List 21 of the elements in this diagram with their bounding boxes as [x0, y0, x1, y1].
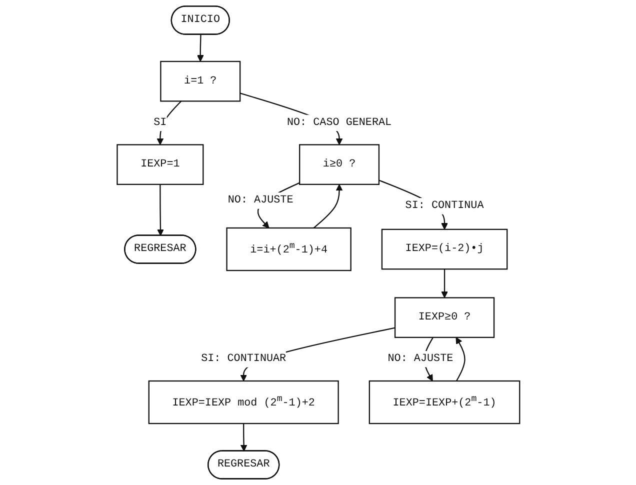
edge-label: NO: CASO GENERAL [286, 116, 392, 129]
node-box: IEXP≥0 ? [394, 297, 494, 338]
arrow [440, 269, 448, 298]
arrow [156, 184, 164, 236]
edge-label: NO: AJUSTE [227, 194, 293, 207]
node-box: i=1 ? [160, 60, 240, 102]
edge-label: NO: AJUSTE [387, 352, 453, 365]
arrow [196, 34, 204, 62]
arrow [240, 424, 247, 452]
node-box: i=i+(2$^{m}$-1)+4 [226, 227, 351, 272]
edge-label: SI [153, 116, 166, 129]
node-box: IEXP=IEXP+(2$^{m}$-1) [368, 380, 520, 424]
arrow [312, 184, 342, 228]
node-box: i≥0 ? [298, 144, 380, 185]
node-box: IEXP=IEXP mod (2$^{m}$-1)+2 [148, 380, 338, 424]
edge-label: SI: CONTINUA [404, 200, 484, 212]
arrow [455, 337, 465, 382]
node-box: IEXP=(i-2)•j [380, 228, 508, 270]
arrow [156, 100, 182, 146]
edge-label: SI: CONTINUAR [200, 352, 286, 366]
node-box: IEXP=1 [116, 144, 204, 185]
